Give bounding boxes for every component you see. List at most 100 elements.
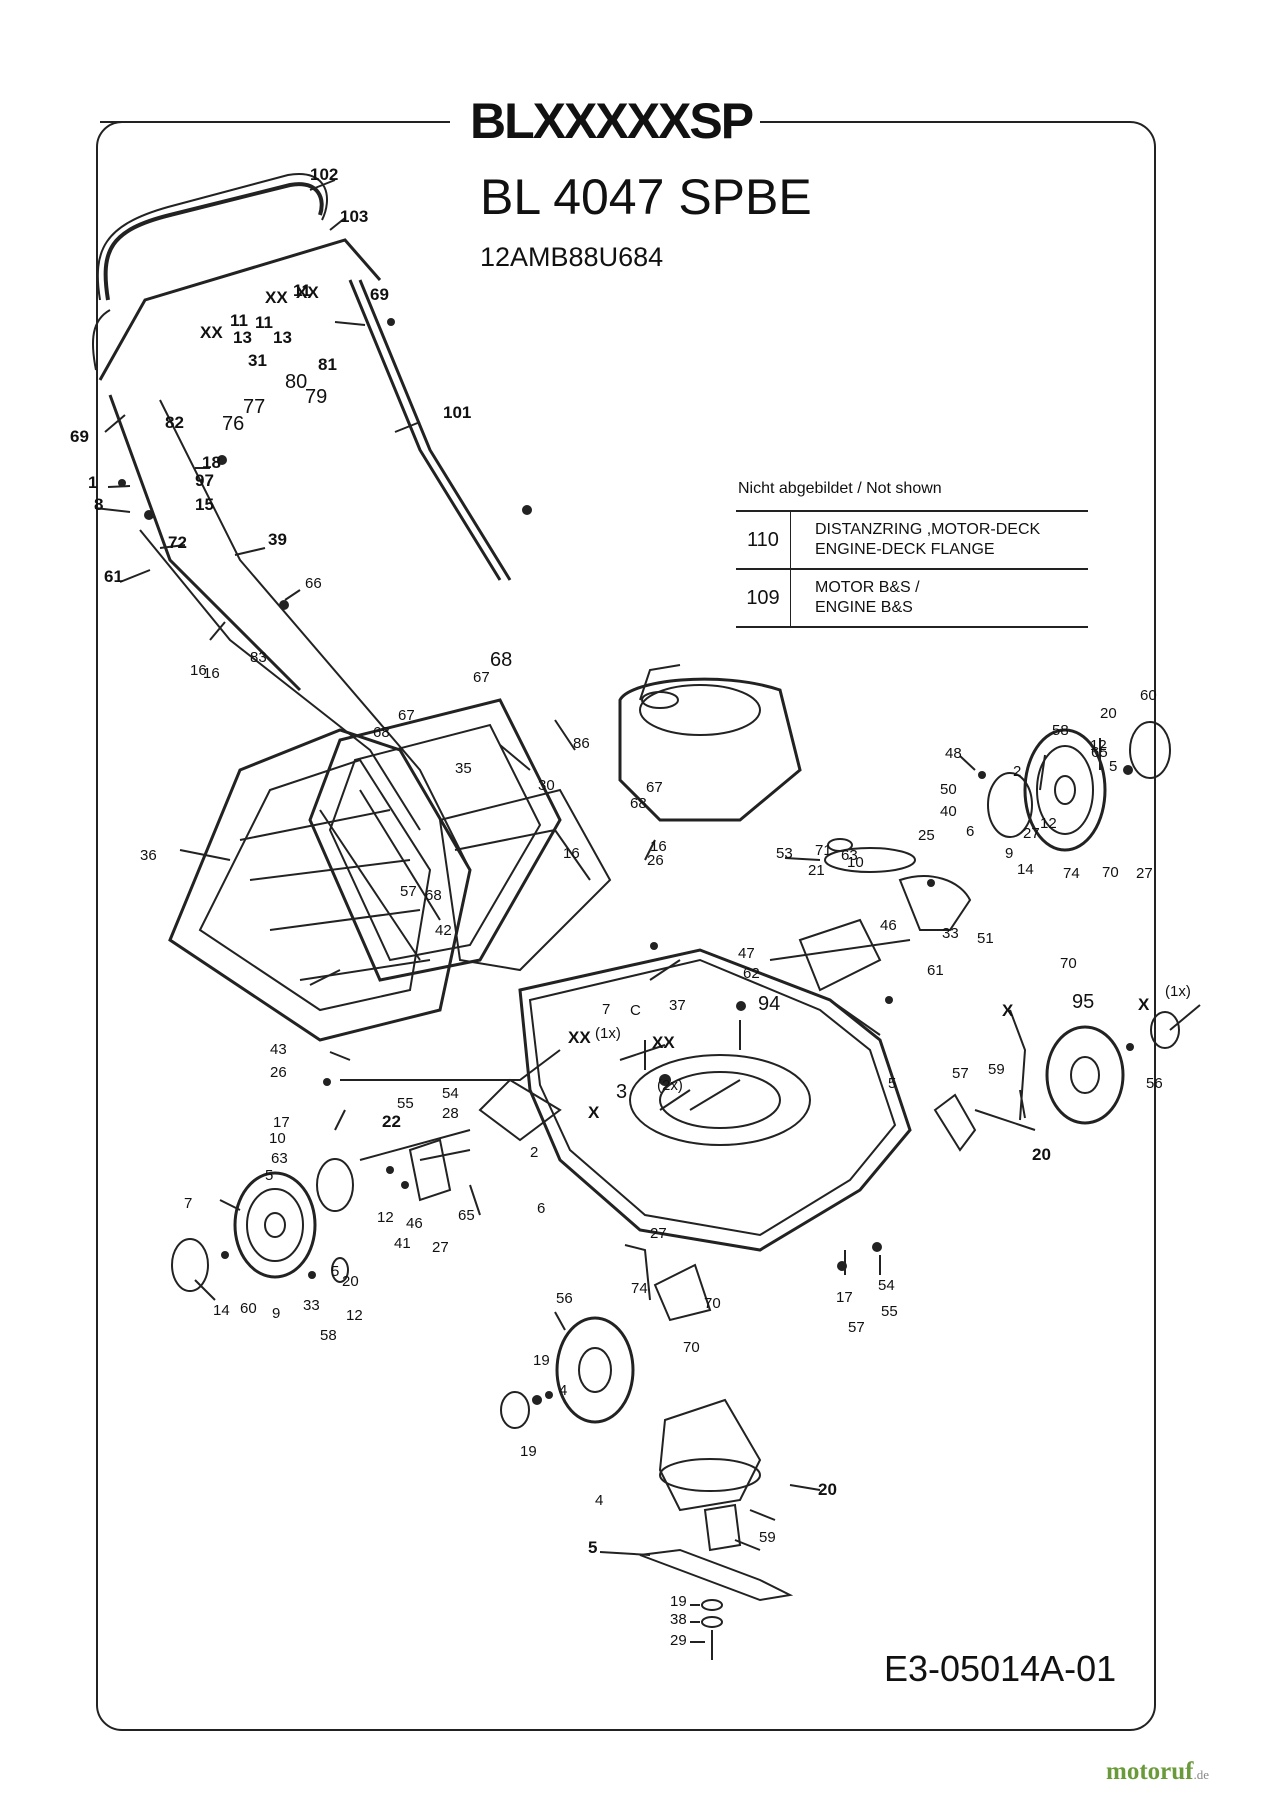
- callout-label: 11: [293, 281, 311, 300]
- callout-label: 82: [165, 413, 184, 432]
- not-shown-line: ENGINE-DECK FLANGE: [815, 541, 995, 558]
- callout-label: 57: [848, 1319, 865, 1336]
- callout-label: 3: [616, 1081, 627, 1103]
- callout-label: 67: [646, 779, 663, 796]
- callout-label: 11: [230, 311, 248, 330]
- callout-label: 19: [520, 1443, 537, 1460]
- callout-label: 55: [881, 1303, 898, 1320]
- callout-label: 86: [573, 735, 590, 752]
- callout-label: 47: [738, 945, 755, 962]
- callout-label: C: [630, 1002, 641, 1019]
- callout-label: 28: [442, 1105, 459, 1122]
- callout-label: 79: [305, 386, 327, 408]
- callout-label: 67: [398, 707, 415, 724]
- callout-label: 43: [270, 1041, 287, 1058]
- callout-label: 53: [776, 845, 793, 862]
- callout-label: 2: [530, 1144, 538, 1161]
- model-title: BL 4047 SPBE: [480, 169, 812, 225]
- callout-label: 26: [270, 1064, 287, 1081]
- callout-label: 27: [650, 1225, 667, 1242]
- garbled-title: BLXXXXXSP: [470, 93, 754, 149]
- callout-label: 102: [310, 165, 338, 184]
- callout-label: 74: [1063, 865, 1080, 882]
- callout-label: 71: [815, 842, 832, 859]
- callout-label: 13: [233, 328, 252, 347]
- callout-label: 20: [818, 1480, 837, 1499]
- callout-label: 27: [1023, 825, 1040, 842]
- callout-label: XX: [296, 283, 319, 302]
- not-shown-row: 110 DISTANZRING ,MOTOR-DECK ENGINE-DECK …: [736, 510, 1088, 568]
- brand-tld: .de: [1193, 1767, 1210, 1782]
- callout-label: 30: [538, 777, 555, 794]
- callout-label: 54: [878, 1277, 895, 1294]
- callout-label: 46: [406, 1215, 423, 1232]
- callout-label: 42: [435, 922, 452, 939]
- callout-label: 72: [168, 533, 187, 552]
- callout-label: 27: [432, 1239, 449, 1256]
- callout-label: 39: [268, 530, 287, 549]
- callout-label: 70: [683, 1339, 700, 1356]
- callout-label: 65: [458, 1207, 475, 1224]
- callout-label: 26: [647, 852, 664, 869]
- callout-label: 76: [222, 413, 244, 435]
- not-shown-line: MOTOR B&S /: [815, 579, 920, 596]
- callout-label: 101: [443, 403, 471, 422]
- callout-label: 97: [195, 471, 214, 490]
- callout-label: 12: [1040, 815, 1057, 832]
- not-shown-title: Nicht abgebildet / Not shown: [738, 480, 942, 497]
- callout-label: (1x): [595, 1025, 621, 1042]
- callout-label: 57: [400, 883, 417, 900]
- callout-label: 20: [1032, 1145, 1051, 1164]
- callout-label: 12: [346, 1307, 363, 1324]
- callout-label: 4: [559, 1382, 567, 1399]
- callout-label: 16: [203, 665, 220, 682]
- title-gap: [440, 110, 770, 134]
- callout-label: 14: [213, 1302, 230, 1319]
- callout-label: 56: [556, 1290, 573, 1307]
- callout-label: 4: [595, 1492, 603, 1509]
- not-shown-row: 109 MOTOR B&S / ENGINE B&S: [736, 568, 1088, 628]
- callout-label: 68: [490, 649, 512, 671]
- callout-label: 58: [1052, 722, 1069, 739]
- callout-label: 77: [243, 396, 265, 418]
- callout-label: 16: [190, 662, 207, 679]
- callout-label: 12: [377, 1209, 394, 1226]
- callout-label: 69: [70, 427, 89, 446]
- callout-label: 50: [940, 781, 957, 798]
- callout-label: 1: [88, 473, 97, 492]
- not-shown-number: 110: [736, 512, 791, 568]
- callout-label: 14: [1017, 861, 1034, 878]
- callout-label: 70: [1102, 864, 1119, 881]
- callout-label: 61: [104, 567, 123, 586]
- callout-label: 60: [1140, 687, 1157, 704]
- callout-label: 6: [966, 823, 974, 840]
- callout-label: 59: [759, 1529, 776, 1546]
- callout-label: 29: [670, 1632, 687, 1649]
- callout-label: 74: [631, 1280, 648, 1297]
- callout-label: 33: [303, 1297, 320, 1314]
- callout-label: 6: [537, 1200, 545, 1217]
- callout-label: 2: [1013, 763, 1021, 780]
- callout-label: 19: [670, 1593, 687, 1610]
- callout-label: 35: [455, 760, 472, 777]
- callout-label: (2x): [657, 1077, 683, 1094]
- callout-label: 33: [942, 925, 959, 942]
- callout-label: 69: [370, 285, 389, 304]
- not-shown-number: 109: [736, 570, 791, 626]
- callout-label: 18: [202, 453, 221, 472]
- brand-name: motoruf: [1106, 1758, 1194, 1785]
- callout-label: X: [588, 1103, 600, 1122]
- callout-label: 31: [248, 351, 267, 370]
- callout-label: 40: [940, 803, 957, 820]
- callout-label: 63: [271, 1150, 288, 1167]
- callout-label: 8: [94, 495, 103, 514]
- callout-label: 70: [704, 1295, 721, 1312]
- callout-label: 17: [836, 1289, 853, 1306]
- callout-label: 10: [847, 854, 864, 871]
- callout-label: 65: [1091, 744, 1108, 761]
- callout-label: 13: [273, 328, 292, 347]
- callout-label: 9: [1005, 845, 1013, 862]
- callout-label: 95: [1072, 991, 1094, 1013]
- callout-label: 7: [184, 1195, 192, 1212]
- callout-label: XX: [568, 1028, 591, 1047]
